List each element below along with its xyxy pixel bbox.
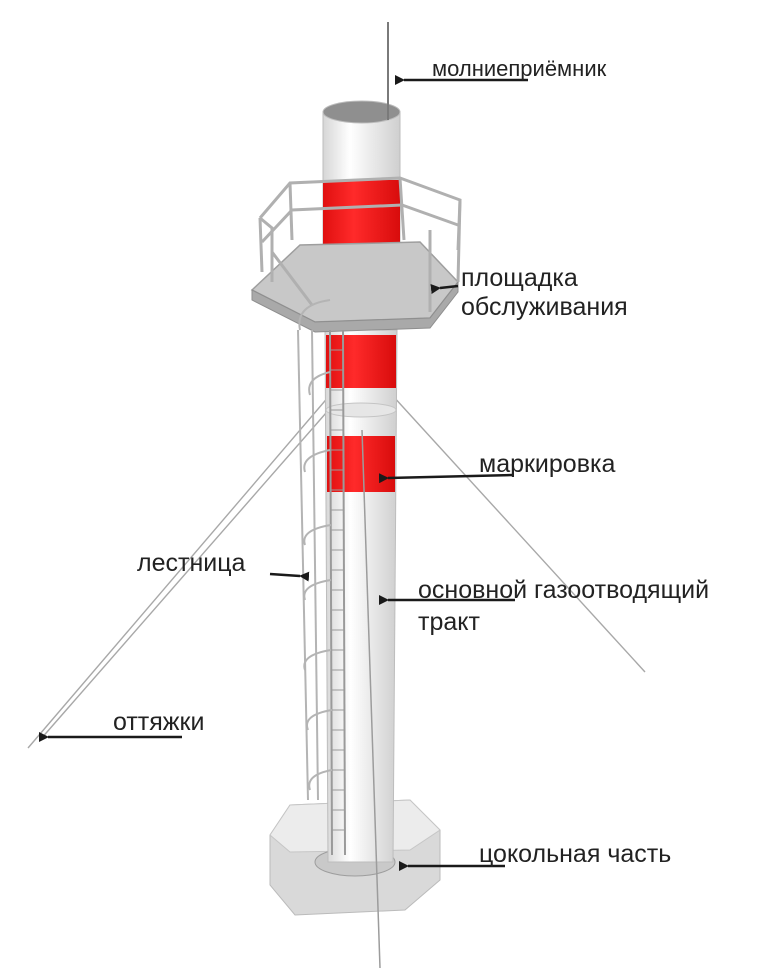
guy-wires <box>27 394 646 749</box>
arrow-marking <box>378 473 513 484</box>
label-lightning-rod: молниеприёмник <box>432 56 607 81</box>
arrow-platform <box>430 284 459 294</box>
arrow-ladder <box>269 571 310 582</box>
service-platform <box>250 176 462 333</box>
label-guy-wires: оттяжки <box>113 708 205 736</box>
label-main-duct-line1: основной газоотводящий <box>418 576 710 604</box>
label-main-duct-line2: тракт <box>418 608 480 636</box>
label-platform-line2: обслуживания <box>461 293 628 321</box>
ladder <box>297 299 346 856</box>
label-ladder: лестница <box>137 549 246 577</box>
down-conductor <box>361 429 381 969</box>
label-marking: маркировка <box>479 450 616 478</box>
label-platform-line1: площадка <box>461 264 578 292</box>
label-base: цокольная часть <box>479 840 672 868</box>
